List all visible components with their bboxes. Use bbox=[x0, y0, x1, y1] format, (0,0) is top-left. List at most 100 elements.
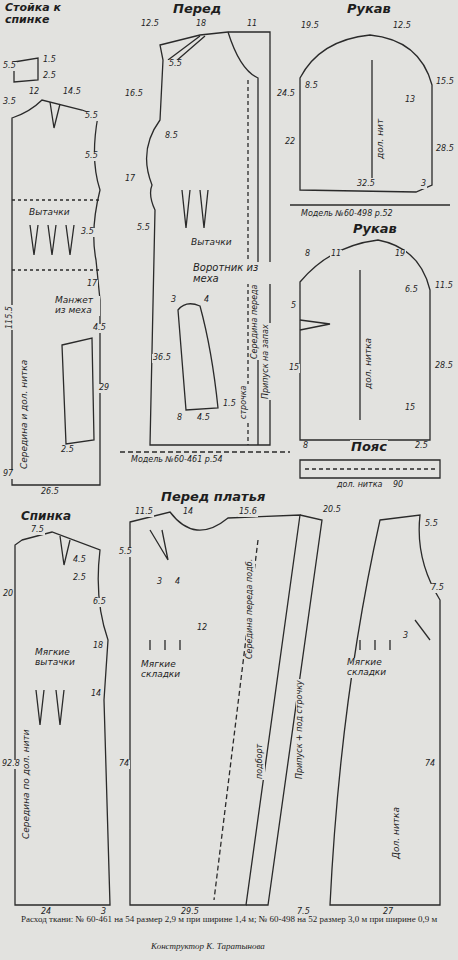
dimension: 2.5 bbox=[60, 446, 75, 455]
dimension: 15 bbox=[404, 404, 416, 413]
dimension: 12 bbox=[196, 624, 208, 633]
dimension: 8.5 bbox=[304, 82, 319, 91]
dimension: 12.5 bbox=[140, 20, 160, 29]
dimension: 28.5 bbox=[434, 362, 454, 371]
dimension: 5.5 bbox=[84, 112, 99, 121]
pattern-note: Середина переда подб. bbox=[246, 558, 255, 660]
dimension: 14 bbox=[182, 508, 194, 517]
dimension: 4 bbox=[174, 578, 181, 587]
grain-line bbox=[371, 60, 372, 178]
dimension: 5.5 bbox=[118, 548, 133, 557]
dimension: 15.5 bbox=[435, 78, 455, 87]
pattern-note: строчка bbox=[240, 385, 249, 421]
grain-line bbox=[359, 270, 360, 420]
dimension: 5.5 bbox=[168, 60, 183, 69]
dimension: 17 bbox=[124, 175, 136, 184]
dart-lines bbox=[36, 536, 70, 725]
dimension: 24.5 bbox=[276, 90, 296, 99]
collar-piece bbox=[178, 304, 218, 410]
dimension: 3 bbox=[420, 180, 427, 189]
pattern-note: Конструктор К. Таратынова bbox=[150, 942, 266, 952]
dimension: 3 bbox=[156, 578, 163, 587]
dimension: 17 bbox=[86, 280, 98, 289]
sleeve-piece bbox=[300, 35, 432, 192]
pattern-note: Модель №60-461 р.54 bbox=[130, 456, 224, 465]
dimension: 15 bbox=[288, 364, 300, 373]
coat-front-piece bbox=[147, 32, 270, 445]
dimension: 8 bbox=[304, 250, 311, 259]
piece-title: Рукав bbox=[352, 222, 398, 236]
dimension: 92.8 bbox=[1, 760, 21, 769]
fabric-consumption-note: Расход ткани: № 60-461 на 54 размер 2,9 … bbox=[20, 914, 438, 925]
dimension: 8 bbox=[176, 414, 183, 423]
dart-lines bbox=[30, 102, 74, 255]
pattern-note: Дол. нитка bbox=[392, 806, 402, 860]
dimension: 74 bbox=[118, 760, 130, 769]
piece-title: Стойка к спинке bbox=[4, 2, 66, 26]
piece-title: Пояс bbox=[350, 440, 388, 454]
dimension: 5.5 bbox=[2, 62, 17, 71]
piece-title: Рукав bbox=[346, 2, 392, 16]
leader-line bbox=[415, 620, 430, 640]
guide-line bbox=[290, 204, 450, 205]
dimension: 26.5 bbox=[40, 488, 60, 497]
dimension: 28.5 bbox=[435, 145, 455, 154]
dimension: 32.5 bbox=[356, 180, 376, 189]
pattern-note: дол. нит bbox=[376, 118, 386, 160]
dimension: 5.5 bbox=[84, 152, 99, 161]
dimension: 115.5 bbox=[6, 305, 15, 330]
collar-stand-piece bbox=[14, 58, 38, 82]
coat-back-piece bbox=[12, 100, 100, 485]
pattern-note: Припуск + под строчку bbox=[296, 679, 305, 780]
dimension: 6.5 bbox=[92, 598, 107, 607]
pattern-note: Мягкие вытачки bbox=[34, 648, 86, 668]
dimension: 11.5 bbox=[434, 282, 454, 291]
dimension: 2.5 bbox=[72, 574, 87, 583]
dimension: 20 bbox=[2, 590, 14, 599]
dimension: 14 bbox=[90, 690, 102, 699]
dimension: 4.5 bbox=[196, 414, 211, 423]
dimension: 16.5 bbox=[124, 90, 144, 99]
stitch-line bbox=[214, 540, 258, 900]
dimension: 20.5 bbox=[322, 506, 342, 515]
dimension: 3 bbox=[170, 296, 177, 305]
dimension: 90 bbox=[392, 481, 404, 490]
facing-strip bbox=[246, 515, 322, 905]
pattern-note: Припуск на запах bbox=[262, 323, 271, 400]
dimension: 8.5 bbox=[164, 132, 179, 141]
dimension: 4 bbox=[203, 296, 210, 305]
pattern-note: Середина переда bbox=[251, 284, 260, 361]
pattern-note: Манжет из меха bbox=[54, 296, 100, 316]
belt-piece bbox=[300, 460, 440, 478]
dimension: 5.5 bbox=[424, 520, 439, 529]
dimension: 12.5 bbox=[392, 22, 412, 31]
dimension: 15.6 bbox=[238, 508, 258, 517]
dimension: 7.5 bbox=[30, 526, 45, 535]
piece-title: Перед платья bbox=[160, 490, 266, 504]
pleat-marks bbox=[150, 530, 390, 650]
pattern-note: Вытачки bbox=[190, 238, 233, 248]
grain-line bbox=[305, 468, 435, 469]
pattern-note: Середина по дол. нити bbox=[22, 728, 32, 840]
dart-lines bbox=[300, 320, 330, 330]
pattern-note: Модель №60-498 р.52 bbox=[300, 210, 394, 219]
dimension: 8 bbox=[302, 442, 309, 451]
piece-title: Перед bbox=[172, 2, 222, 16]
dress-front-piece bbox=[130, 512, 300, 905]
dimension: 19.5 bbox=[300, 22, 320, 31]
dimension: 3.5 bbox=[2, 98, 17, 107]
dimension: 2.5 bbox=[42, 72, 57, 81]
cuff-piece bbox=[62, 338, 94, 444]
pattern-note: дол. нитка bbox=[336, 481, 383, 490]
dimension: 4.5 bbox=[92, 324, 107, 333]
dimension: 74 bbox=[424, 760, 436, 769]
guide-line bbox=[120, 451, 290, 452]
dimension: 4.5 bbox=[72, 556, 87, 565]
dimension: 29 bbox=[98, 384, 110, 393]
dimension: 1.5 bbox=[222, 400, 237, 409]
dimension: 36.5 bbox=[152, 354, 172, 363]
dimension: 6.5 bbox=[404, 286, 419, 295]
pattern-note: дол. нитка bbox=[364, 337, 374, 390]
dimension: 11.5 bbox=[134, 508, 154, 517]
